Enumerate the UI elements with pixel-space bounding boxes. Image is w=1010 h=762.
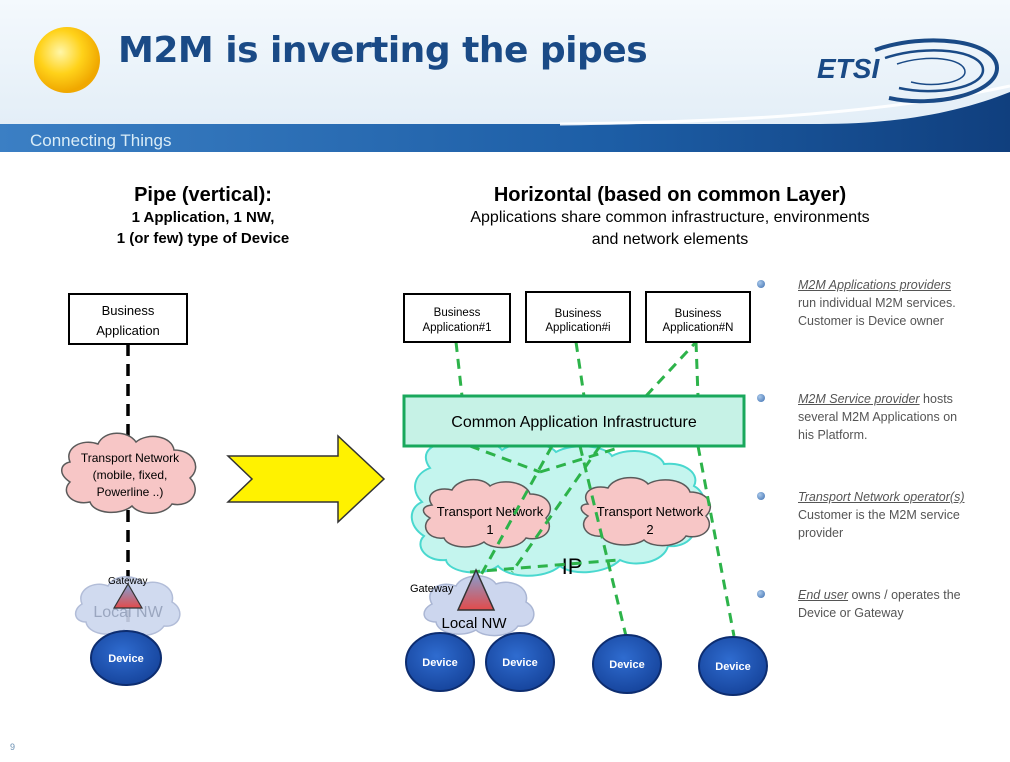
common-app-infrastructure bbox=[402, 394, 746, 448]
right-gateway-label: Gateway bbox=[410, 583, 454, 595]
business-app-1 bbox=[403, 293, 511, 343]
bullet-4-emph: End user bbox=[798, 588, 849, 602]
device-3 bbox=[592, 634, 662, 694]
left-header: Pipe (vertical): 1 Application, 1 NW, 1 … bbox=[28, 184, 378, 249]
left-transport-line1: Transport Network bbox=[81, 451, 180, 465]
left-transport-line2: (mobile, fixed, bbox=[93, 468, 168, 482]
app1-line1: Business bbox=[434, 307, 481, 319]
slide-title: M2M is inverting the pipes bbox=[118, 30, 648, 71]
app-n-line1: Business bbox=[675, 308, 722, 320]
slide-subtitle: Connecting Things bbox=[30, 131, 172, 150]
ip-label: IP bbox=[562, 554, 583, 579]
business-app-i bbox=[525, 291, 631, 343]
left-gateway-icon bbox=[112, 582, 144, 609]
bullet-dot-icon bbox=[757, 394, 765, 402]
bullet-2-text: hosts several M2M Applications on his Pl… bbox=[798, 392, 958, 442]
device-2 bbox=[485, 632, 555, 692]
left-app-line2: Application bbox=[96, 323, 160, 338]
bullet-1-emph: M2M Applications providers bbox=[798, 278, 952, 292]
device-3-label: Device bbox=[609, 659, 644, 671]
transport-network-2-cloud bbox=[580, 476, 711, 547]
logo-text: ETSI bbox=[817, 53, 880, 84]
bullet-2-emph: M2M Service provider bbox=[798, 392, 920, 406]
sun-icon bbox=[34, 27, 100, 93]
business-app-n bbox=[645, 291, 751, 343]
bullet-dot-icon bbox=[757, 492, 765, 500]
app-i-line1: Business bbox=[555, 308, 602, 320]
tn1-line1: Transport Network bbox=[437, 504, 544, 519]
left-local-nw-label: Local NW bbox=[93, 604, 163, 621]
app-n-line2: Application#N bbox=[663, 322, 734, 334]
transport-network-1-cloud bbox=[422, 478, 551, 549]
transition-arrow bbox=[226, 434, 386, 524]
app-i-line2: Application#i bbox=[545, 322, 610, 334]
connection-lines bbox=[454, 340, 736, 637]
page-number: 9 bbox=[10, 742, 16, 752]
device-1 bbox=[405, 632, 475, 692]
tn2-line2: 2 bbox=[646, 522, 653, 537]
left-device-label: Device bbox=[108, 653, 143, 665]
device-4-label: Device bbox=[715, 661, 750, 673]
left-heading: Pipe (vertical): bbox=[134, 184, 272, 206]
left-business-app bbox=[68, 293, 188, 345]
left-subheading-2: 1 (or few) type of Device bbox=[116, 230, 290, 247]
bullet-1-text: run individual M2M services. Customer is… bbox=[798, 296, 956, 328]
right-header: Horizontal (based on common Layer) Appli… bbox=[400, 184, 940, 251]
left-subheading-1: 1 Application, 1 NW, bbox=[131, 209, 275, 226]
etsi-logo: ETSI bbox=[817, 38, 1000, 104]
bullet-3-emph: Transport Network operator(s) bbox=[798, 490, 965, 504]
bullet-dot-icon bbox=[757, 590, 765, 598]
app1-line2: Application#1 bbox=[422, 322, 491, 334]
device-4 bbox=[698, 636, 768, 696]
device-1-label: Device bbox=[422, 657, 457, 669]
right-gateway-icon bbox=[456, 568, 496, 611]
left-transport-line3: Powerline ..) bbox=[97, 485, 164, 499]
left-gateway-label: Gateway bbox=[108, 576, 147, 587]
bullet-4-text: owns / operates the Device or Gateway bbox=[798, 588, 961, 620]
right-heading: Horizontal (based on common Layer) bbox=[493, 184, 847, 206]
right-desc-1: Applications share common infrastructure… bbox=[470, 209, 870, 226]
infra-label: Common Application Infrastructure bbox=[451, 414, 697, 431]
right-desc-2: and network elements bbox=[591, 231, 749, 248]
tn2-line1: Transport Network bbox=[597, 504, 704, 519]
left-app-line1: Business bbox=[102, 303, 155, 318]
device-2-label: Device bbox=[502, 657, 537, 669]
right-local-nw-label: Local NW bbox=[441, 615, 507, 632]
bullet-3-text: Customer is the M2M service provider bbox=[798, 508, 960, 540]
left-device bbox=[90, 630, 162, 686]
header-banner bbox=[0, 0, 1010, 152]
left-transport-cloud bbox=[61, 432, 197, 514]
bullet-dot-icon bbox=[757, 280, 765, 288]
tn1-line2: 1 bbox=[486, 522, 493, 537]
